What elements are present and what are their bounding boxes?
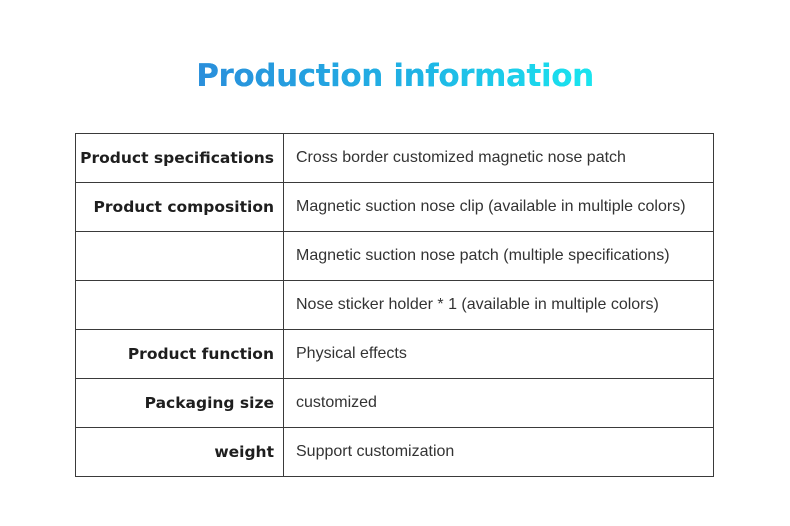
row-value: Physical effects <box>283 329 714 379</box>
product-info-table: Product specifications Cross border cust… <box>75 133 714 477</box>
table-row: Nose sticker holder * 1 (available in mu… <box>75 280 714 330</box>
row-value: Cross border customized magnetic nose pa… <box>283 133 714 183</box>
row-label: Product specifications <box>75 133 284 183</box>
table-row: Product function Physical effects <box>75 329 714 379</box>
table-row: Magnetic suction nose patch (multiple sp… <box>75 231 714 281</box>
table-row: Product composition Magnetic suction nos… <box>75 182 714 232</box>
row-value: Magnetic suction nose patch (multiple sp… <box>283 231 714 281</box>
row-label: Product composition <box>75 182 284 232</box>
row-label <box>75 280 284 330</box>
page-title: Production information <box>0 54 790 98</box>
table-row: weight Support customization <box>75 427 714 477</box>
table-row: Product specifications Cross border cust… <box>75 133 714 183</box>
row-label: weight <box>75 427 284 477</box>
table-row: Packaging size customized <box>75 378 714 428</box>
row-value: customized <box>283 378 714 428</box>
row-label: Packaging size <box>75 378 284 428</box>
page-title-text: Production information <box>196 54 594 98</box>
row-label <box>75 231 284 281</box>
row-value: Support customization <box>283 427 714 477</box>
row-value: Nose sticker holder * 1 (available in mu… <box>283 280 714 330</box>
row-label: Product function <box>75 329 284 379</box>
row-value: Magnetic suction nose clip (available in… <box>283 182 714 232</box>
